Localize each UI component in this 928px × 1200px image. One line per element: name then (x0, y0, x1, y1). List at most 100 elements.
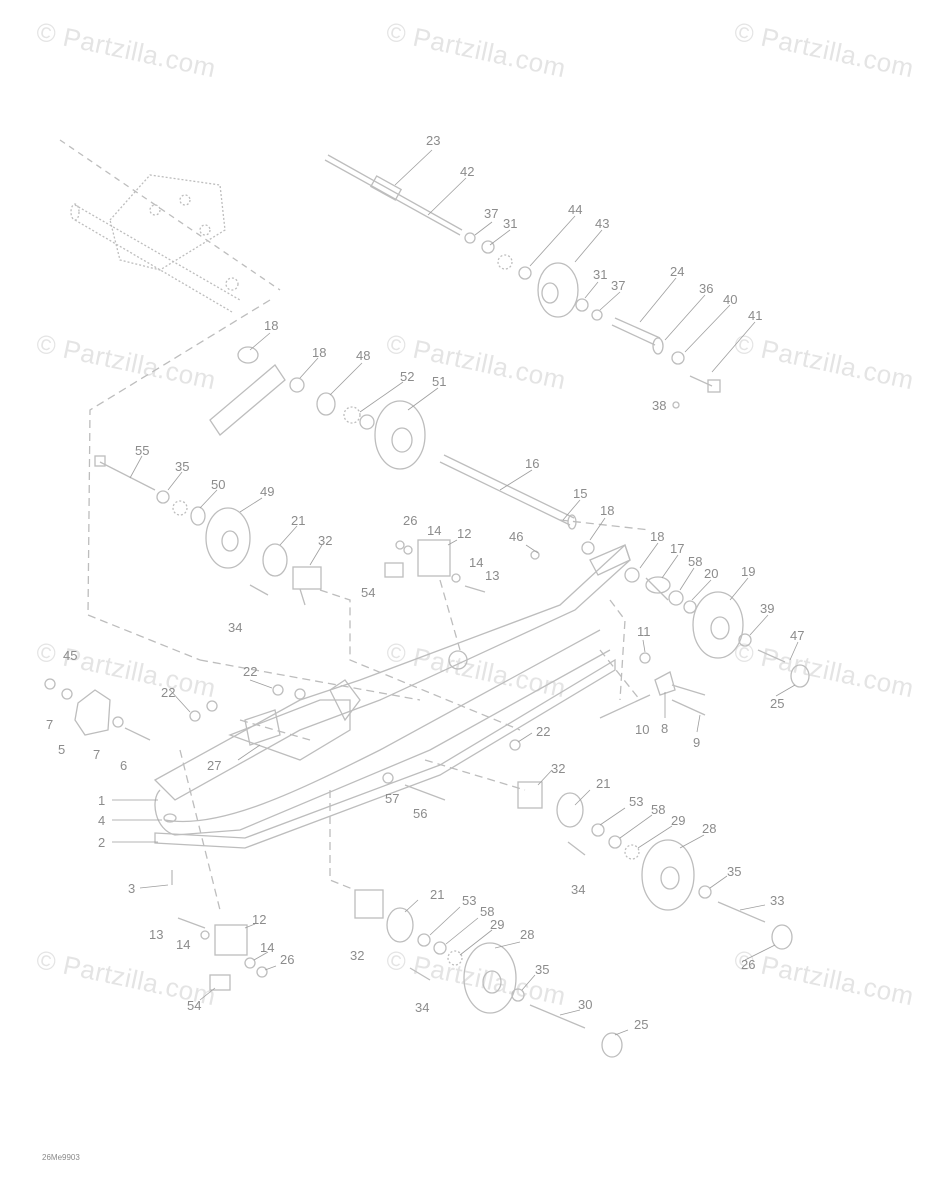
front-arm-bracket (59, 139, 281, 313)
callout-57: 57 (385, 791, 399, 806)
callout-23: 23 (426, 133, 440, 148)
wheel-28 (641, 839, 695, 911)
callout-52: 52 (400, 369, 414, 384)
callout-14: 14 (260, 940, 274, 955)
wheel-19 (692, 591, 744, 659)
callout-29: 29 (671, 813, 685, 828)
callout-32: 32 (318, 533, 332, 548)
callout-18: 18 (264, 318, 278, 333)
callout-9: 9 (693, 735, 700, 750)
callout-45: 45 (63, 648, 77, 663)
callout-26: 26 (403, 513, 417, 528)
callout-14: 14 (469, 555, 483, 570)
callout-18: 18 (312, 345, 326, 360)
callout-16: 16 (525, 456, 539, 471)
callout-37: 37 (484, 206, 498, 221)
callout-56: 56 (413, 806, 427, 821)
callout-30: 30 (578, 997, 592, 1012)
callout-13: 13 (149, 927, 163, 942)
assembly-lines (87, 299, 651, 911)
callout-42: 42 (460, 164, 474, 179)
callout-49: 49 (260, 484, 274, 499)
callout-10: 10 (635, 722, 649, 737)
callout-31: 31 (593, 267, 607, 282)
callout-34: 34 (415, 1000, 429, 1015)
callout-39: 39 (760, 601, 774, 616)
callout-26: 26 (741, 957, 755, 972)
callout-43: 43 (595, 216, 609, 231)
callout-7: 7 (46, 717, 53, 732)
callout-27: 27 (207, 758, 221, 773)
callout-35: 35 (727, 864, 741, 879)
callout-36: 36 (699, 281, 713, 296)
stopper-block-12b (214, 924, 248, 956)
callout-51: 51 (432, 374, 446, 389)
callout-54: 54 (187, 998, 201, 1013)
callout-31: 31 (503, 216, 517, 231)
adjuster-block-32c (354, 889, 384, 919)
callout-38: 38 (652, 398, 666, 413)
callout-37: 37 (611, 278, 625, 293)
callout-34: 34 (228, 620, 242, 635)
rail-frame (153, 543, 631, 849)
callout-6: 6 (120, 758, 127, 773)
callout-48: 48 (356, 348, 370, 363)
callout-8: 8 (661, 721, 668, 736)
callout-3: 3 (128, 881, 135, 896)
callout-12: 12 (252, 912, 266, 927)
callout-29: 29 (490, 917, 504, 932)
callout-26: 26 (280, 952, 294, 967)
callout-21: 21 (430, 887, 444, 902)
callout-14: 14 (176, 937, 190, 952)
callout-19: 19 (741, 564, 755, 579)
callout-44: 44 (568, 202, 582, 217)
front-block-5 (74, 689, 111, 736)
callout-21: 21 (596, 776, 610, 791)
wheel-28b (463, 942, 517, 1014)
callout-53: 53 (462, 893, 476, 908)
callout-24: 24 (670, 264, 684, 279)
callout-58: 58 (651, 802, 665, 817)
callout-5: 5 (58, 742, 65, 757)
callout-41: 41 (748, 308, 762, 323)
callout-12: 12 (457, 526, 471, 541)
callout-1: 1 (98, 793, 105, 808)
callout-32: 32 (551, 761, 565, 776)
callout-17: 17 (670, 541, 684, 556)
callout-50: 50 (211, 477, 225, 492)
callout-58: 58 (480, 904, 494, 919)
callout-58: 58 (688, 554, 702, 569)
callout-32: 32 (350, 948, 364, 963)
callout-28: 28 (702, 821, 716, 836)
adjuster-block-32 (292, 566, 322, 590)
stopper-block-12 (417, 539, 451, 577)
callout-25: 25 (770, 696, 784, 711)
shaft-16 (439, 454, 577, 530)
callout-labels: 23 42 37 31 44 43 31 37 24 36 40 41 38 1… (46, 133, 804, 1032)
callout-35: 35 (535, 962, 549, 977)
callout-22: 22 (536, 724, 550, 739)
callout-18: 18 (600, 503, 614, 518)
callout-55: 55 (135, 443, 149, 458)
callout-2: 2 (98, 835, 105, 850)
wheel-51 (374, 400, 426, 470)
adjuster-block-32b (517, 781, 543, 809)
callout-21: 21 (291, 513, 305, 528)
callout-7: 7 (93, 747, 100, 762)
callout-18: 18 (650, 529, 664, 544)
callout-25: 25 (634, 1017, 648, 1032)
drawing-code: 26Me9903 (42, 1153, 80, 1162)
callout-35: 35 (175, 459, 189, 474)
callout-46: 46 (509, 529, 523, 544)
callout-40: 40 (723, 292, 737, 307)
idler-wheel-43 (537, 262, 579, 318)
callout-33: 33 (770, 893, 784, 908)
wheel-49 (205, 507, 251, 569)
callout-15: 15 (573, 486, 587, 501)
callout-13: 13 (485, 568, 499, 583)
callout-54: 54 (361, 585, 375, 600)
callout-14: 14 (427, 523, 441, 538)
callout-22: 22 (161, 685, 175, 700)
shaft-23 (324, 154, 463, 236)
